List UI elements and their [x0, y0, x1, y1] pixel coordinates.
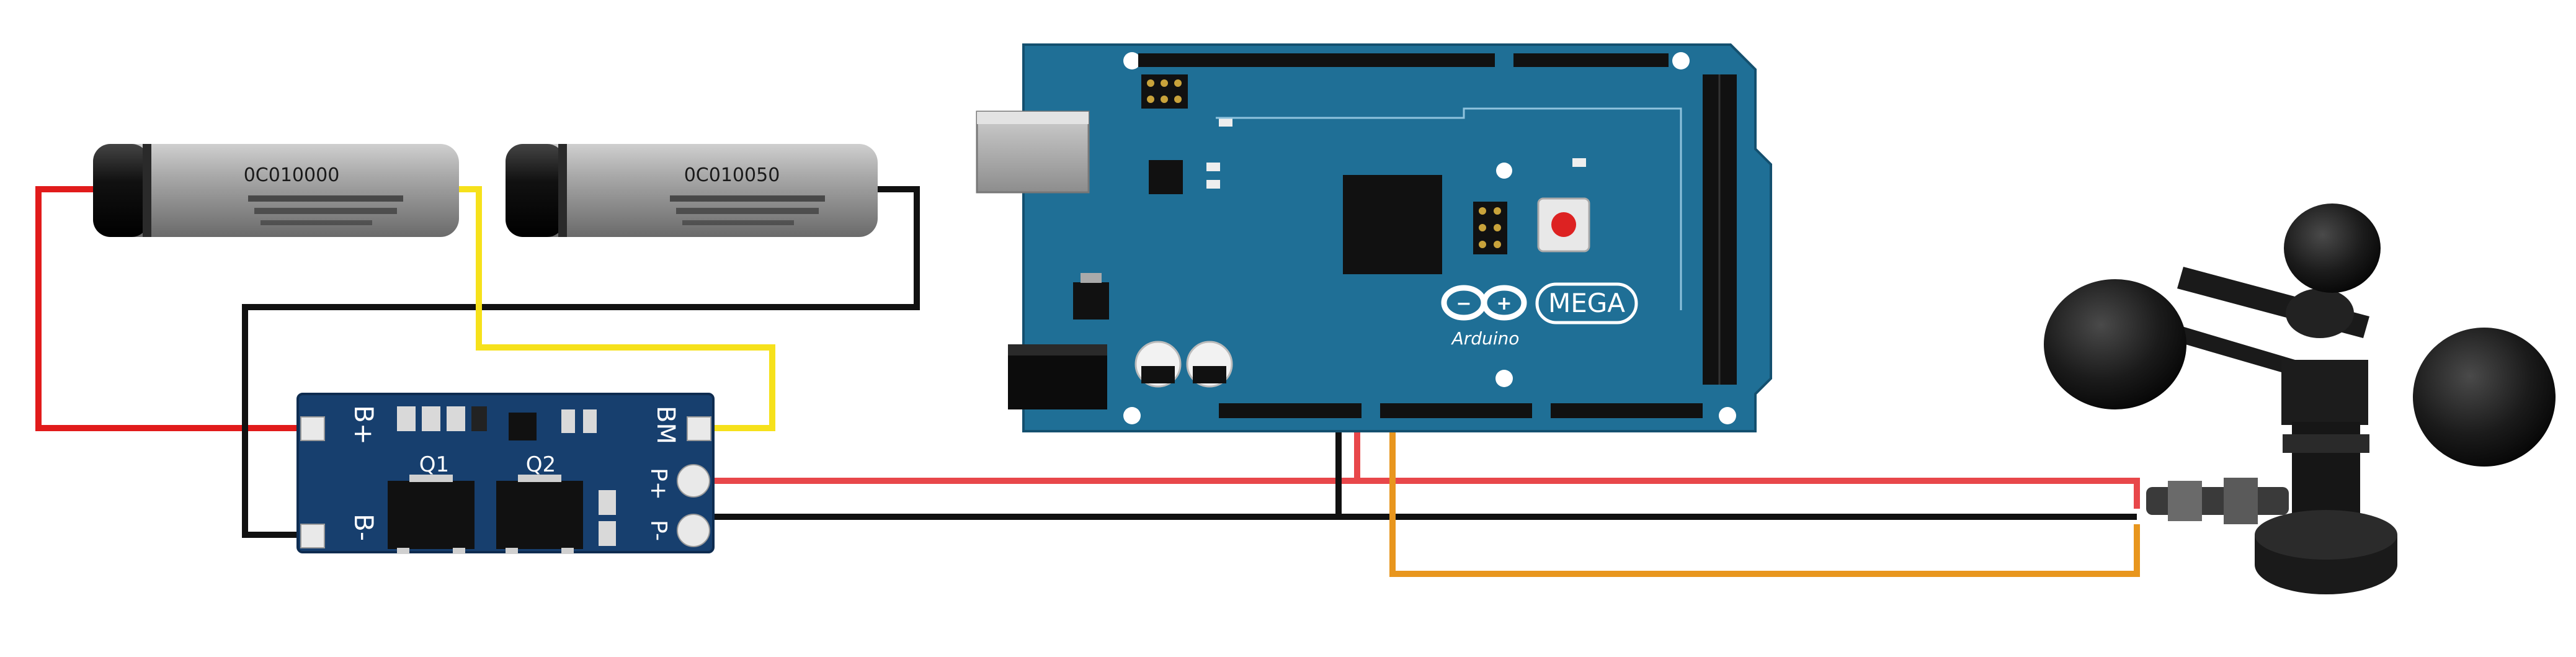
reset-button [1537, 197, 1590, 253]
wire-yellow-midpoint-bm [459, 186, 775, 431]
pad-bplus [300, 416, 325, 441]
label-bminus: B- [349, 514, 379, 541]
header-right [1703, 74, 1737, 385]
mosfet-q1 [388, 475, 475, 554]
label-q1: Q1 [419, 452, 449, 477]
svg-text:+: + [1496, 293, 1512, 315]
anemometer-connector [2146, 478, 2289, 524]
pad-pplus [677, 464, 710, 498]
label-bplus: B+ [349, 405, 379, 445]
pad-bminus [300, 524, 325, 548]
arduino-infinity-logo [1441, 285, 1527, 321]
mega-badge [1535, 282, 1638, 324]
wire-red-battery-bplus [35, 186, 313, 431]
anemometer-cup-left [2044, 279, 2186, 409]
mcu-chip [1343, 175, 1442, 274]
arduino-mega-board: − + MEGA Arduino [976, 43, 1772, 432]
pad-pminus [677, 514, 710, 547]
wire-black-battery-bminus [242, 186, 920, 538]
bms-board: B+ B- BM P+ P- Q1 Q2 [296, 393, 715, 554]
header-bottom [1219, 403, 1703, 418]
wire-orange-signal [1389, 409, 2140, 577]
arduino-model: MEGA [1548, 288, 1625, 318]
arduino-brand: Arduino [1451, 328, 1520, 349]
label-q2: Q2 [526, 452, 556, 477]
battery-cell-1: 0C010000 [93, 144, 459, 237]
battery-label-2: 0C010050 [684, 164, 780, 186]
battery-label-1: 0C010000 [244, 164, 340, 186]
mosfet-q2 [496, 475, 583, 554]
anemometer [2044, 203, 2556, 594]
anemometer-cup-right [2413, 328, 2556, 467]
usb-b-port [976, 110, 1090, 194]
label-pminus: P- [646, 520, 671, 541]
svg-text:−: − [1456, 293, 1471, 315]
label-bm: BM [651, 406, 680, 444]
header-top [1138, 53, 1669, 67]
icsp-header-mcu [1473, 202, 1507, 254]
pad-bm [687, 416, 711, 441]
wires [35, 186, 2140, 577]
usb-controller-chip [1149, 160, 1183, 194]
anemometer-cup-top [2284, 203, 2381, 293]
label-pplus: P+ [646, 468, 671, 500]
wire-red-pplus [693, 478, 2140, 509]
icsp-header-usb [1141, 74, 1188, 109]
dc-jack [1008, 344, 1107, 409]
battery-cell-2: 0C010050 [506, 144, 878, 237]
